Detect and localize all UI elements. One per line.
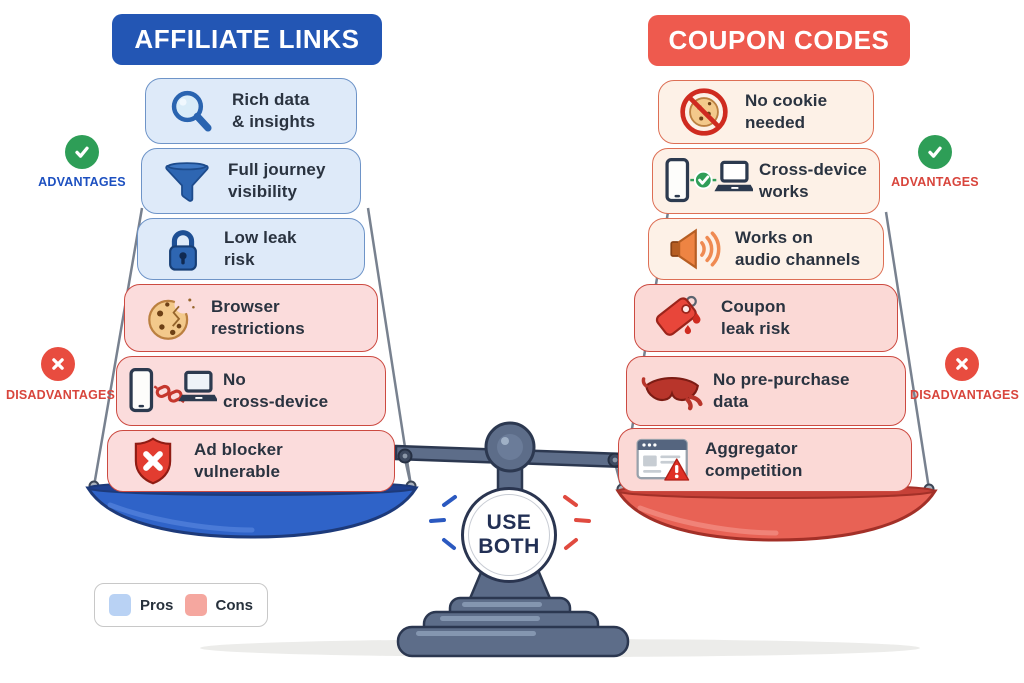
legend: Pros Cons [94, 583, 268, 627]
affiliate-links-header: AFFILIATE LINKS [112, 14, 382, 65]
left-disadvantages-x-icon [41, 347, 75, 381]
left-pan [85, 480, 419, 539]
use-both-text: USE BOTH [478, 511, 540, 558]
coupon-codes-header: COUPON CODES [648, 15, 910, 66]
coupon-codes-title: COUPON CODES [668, 25, 890, 55]
scale-pivot [484, 421, 536, 473]
left-advantages-check-icon [65, 135, 99, 169]
use-both-badge: USE BOTH [461, 487, 557, 583]
pros-label: Pros [140, 596, 174, 614]
affiliate-links-title: AFFILIATE LINKS [134, 24, 360, 54]
right-pan [615, 483, 938, 542]
right-advantages-label: ADVANTAGES [891, 175, 979, 189]
cons-swatch [184, 594, 207, 616]
badge-sparkles [429, 495, 591, 550]
right-disadvantages-x-icon [945, 347, 979, 381]
left-disadvantages-label: DISADVANTAGES [6, 388, 116, 402]
pros-swatch [109, 594, 131, 616]
cons-label: Cons [215, 596, 254, 614]
scale-base [396, 596, 630, 658]
right-disadvantages-label: DISADVANTAGES [910, 388, 1020, 402]
right-advantages-check-icon [918, 135, 952, 169]
left-advantages-label: ADVANTAGES [38, 175, 126, 189]
